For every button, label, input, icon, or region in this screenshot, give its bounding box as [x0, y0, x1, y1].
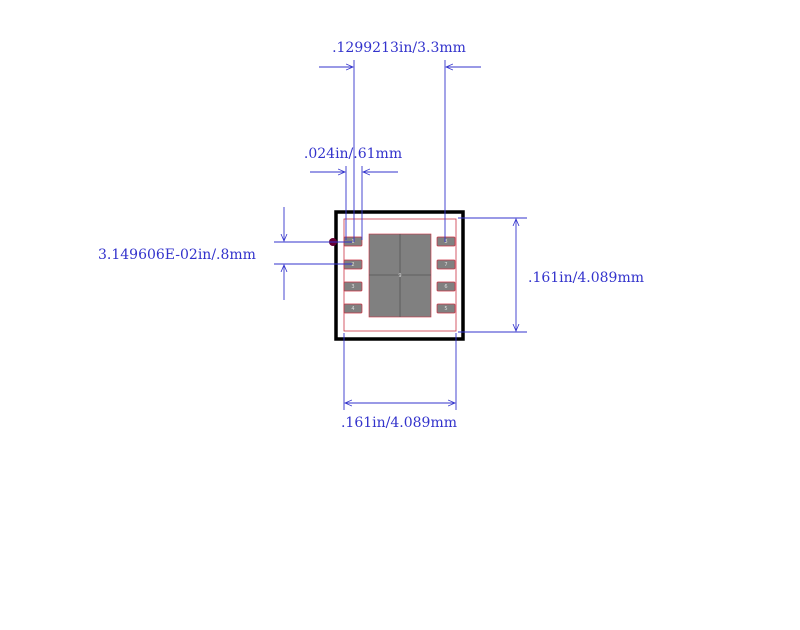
- courtyard-outline: [343, 218, 457, 332]
- pad: 7: [436, 259, 456, 270]
- dimension-body-height-label: .161in/4.089mm: [528, 270, 644, 286]
- pad: 2: [343, 259, 363, 270]
- pad: 3: [343, 281, 363, 292]
- pad: 8: [436, 236, 456, 247]
- pad: 1: [343, 236, 363, 247]
- right-pads: 8 7 6 5: [436, 236, 456, 314]
- pad: 5: [436, 303, 456, 314]
- package-body-outline: [334, 210, 465, 341]
- pad: 4: [343, 303, 363, 314]
- dimension-body-height: [458, 217, 527, 333]
- dimension-pad-length-label: 3.149606E-02in/.8mm: [98, 247, 256, 263]
- pad-number: 8: [444, 239, 447, 245]
- dimension-pad-width: [310, 166, 398, 240]
- pad-number: 3: [351, 284, 354, 290]
- thermal-pad-number: 9: [398, 273, 401, 279]
- dimension-body-width-label: .161in/4.089mm: [341, 415, 457, 431]
- pad-number: 1: [351, 239, 354, 245]
- pad-number: 2: [351, 262, 354, 268]
- dimension-pad-length: [274, 207, 352, 300]
- pad: 6: [436, 281, 456, 292]
- pad-number: 6: [444, 284, 447, 290]
- dimension-pitch-top-label: .1299213in/3.3mm: [332, 40, 466, 56]
- thermal-pad: 9: [368, 233, 432, 318]
- pad-number: 5: [444, 306, 447, 312]
- dimension-pad-width-label: .024in/.61mm: [304, 146, 402, 162]
- dimension-pitch-top: [319, 60, 481, 242]
- dimension-body-width: [343, 333, 457, 410]
- pad-number: 7: [444, 262, 447, 268]
- left-pads: 1 2 3 4: [343, 236, 363, 314]
- pad-number: 4: [351, 306, 354, 312]
